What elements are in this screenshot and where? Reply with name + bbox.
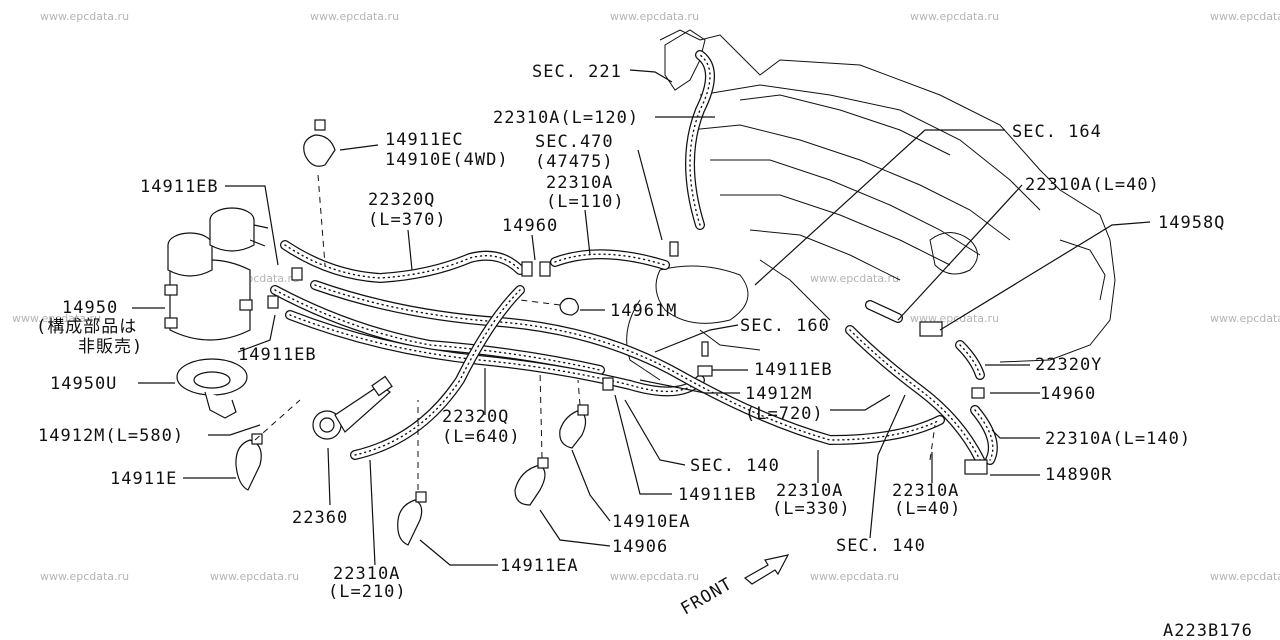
label-14912m-580: 14912M(L=580) [38,426,184,446]
label-22320q-640: 22320Q [442,407,509,427]
label-14950-note2: 非販売) [78,337,143,357]
watermark: www.epcdata.ru [810,570,899,583]
engine-outline [626,29,1116,381]
watermark: www.epcdata.ru [40,10,129,23]
label-14910e: 14910E(4WD) [385,150,509,170]
leader-lines [132,69,1151,566]
label-sec-160: SEC. 160 [740,316,830,336]
label-22310a-110: 22310A [546,173,613,193]
label-sec-221: SEC. 221 [532,62,622,82]
label-14911e: 14911E [110,469,177,489]
label-14958q: 14958Q [1158,213,1225,233]
label-14911eb-d: 14911EB [678,485,757,505]
label-14911ea: 14911EA [500,556,579,576]
solenoid-valve [312,375,393,440]
label-sec-140-a: SEC. 140 [690,456,780,476]
label-14911eb-b: 14911EB [238,345,317,365]
label-sec-140-b: SEC. 140 [836,536,926,556]
label-22310a-40-bot-sub: (L=40) [894,499,961,519]
label-22310a-l120: 22310A(L=120) [493,108,639,128]
label-22310a-110-sub: (L=110) [546,192,625,212]
label-22310a-330: 22310A [776,481,843,501]
watermark: www.epcdata.ru [210,570,299,583]
label-sec-470: SEC.470 [535,132,614,152]
label-14961m: 14961M [610,301,677,321]
label-22310a-330-sub: (L=330) [772,499,851,519]
label-22310a-40-bot: 22310A [892,481,959,501]
clips [235,119,988,546]
label-14950u: 14950U [50,374,117,394]
label-22310a-210: 22310A [333,564,400,584]
label-22320q-370: 22320Q [368,190,435,210]
label-14911ec: 14911EC [385,130,464,150]
watermark: www.epcdata.ru [610,570,699,583]
label-14911eb-c: 14911EB [754,360,833,380]
label-14906: 14906 [612,537,668,557]
label-22320y: 22320Y [1035,355,1102,375]
watermark: www.epcdata.ru [910,10,999,23]
label-22360: 22360 [292,508,348,528]
label-14912m-720: 14912M [745,384,812,404]
front-arrow: FRONT [678,554,790,619]
label-sec-164: SEC. 164 [1012,122,1102,142]
label-14960-a: 14960 [502,216,558,236]
label-22320q-640-sub: (L=640) [442,427,521,447]
label-14890r: 14890R [1045,465,1112,485]
label-22310a-l40-top: 22310A(L=40) [1025,175,1160,195]
diagram-code: A223B176 [1163,621,1253,640]
part-labels: SEC. 221 22310A(L=120) SEC.470 (47475) S… [36,62,1253,640]
label-22310a-210-sub: (L=210) [328,582,407,602]
label-14960-b: 14960 [1040,384,1096,404]
label-14950-note1: (構成部品は [36,317,137,337]
label-14912m-720-sub: (L=720) [745,404,824,424]
watermark: www.epcdata.ru [810,272,899,285]
watermark: www.epcdata.ru [1210,312,1280,325]
label-14950: 14950 [62,298,118,318]
watermark: www.epcdata.ru [1210,570,1280,583]
label-14910ea: 14910EA [612,512,691,532]
label-22310a-140: 22310A(L=140) [1045,429,1191,449]
label-sec-470-sub: (47475) [535,152,614,172]
label-22320q-370-sub: (L=370) [368,210,447,230]
hoses [270,50,998,465]
watermark: www.epcdata.ru [610,10,699,23]
watermark: www.epcdata.ru [12,312,101,325]
label-14911eb-a: 14911EB [140,177,219,197]
watermark: www.epcdata.ru [40,570,129,583]
canister [164,207,269,341]
dashed-leaders [254,174,936,490]
watermark: www.epcdata.ru [1210,10,1280,23]
canister-cover [176,358,248,419]
watermark: www.epcdata.ru [310,10,399,23]
